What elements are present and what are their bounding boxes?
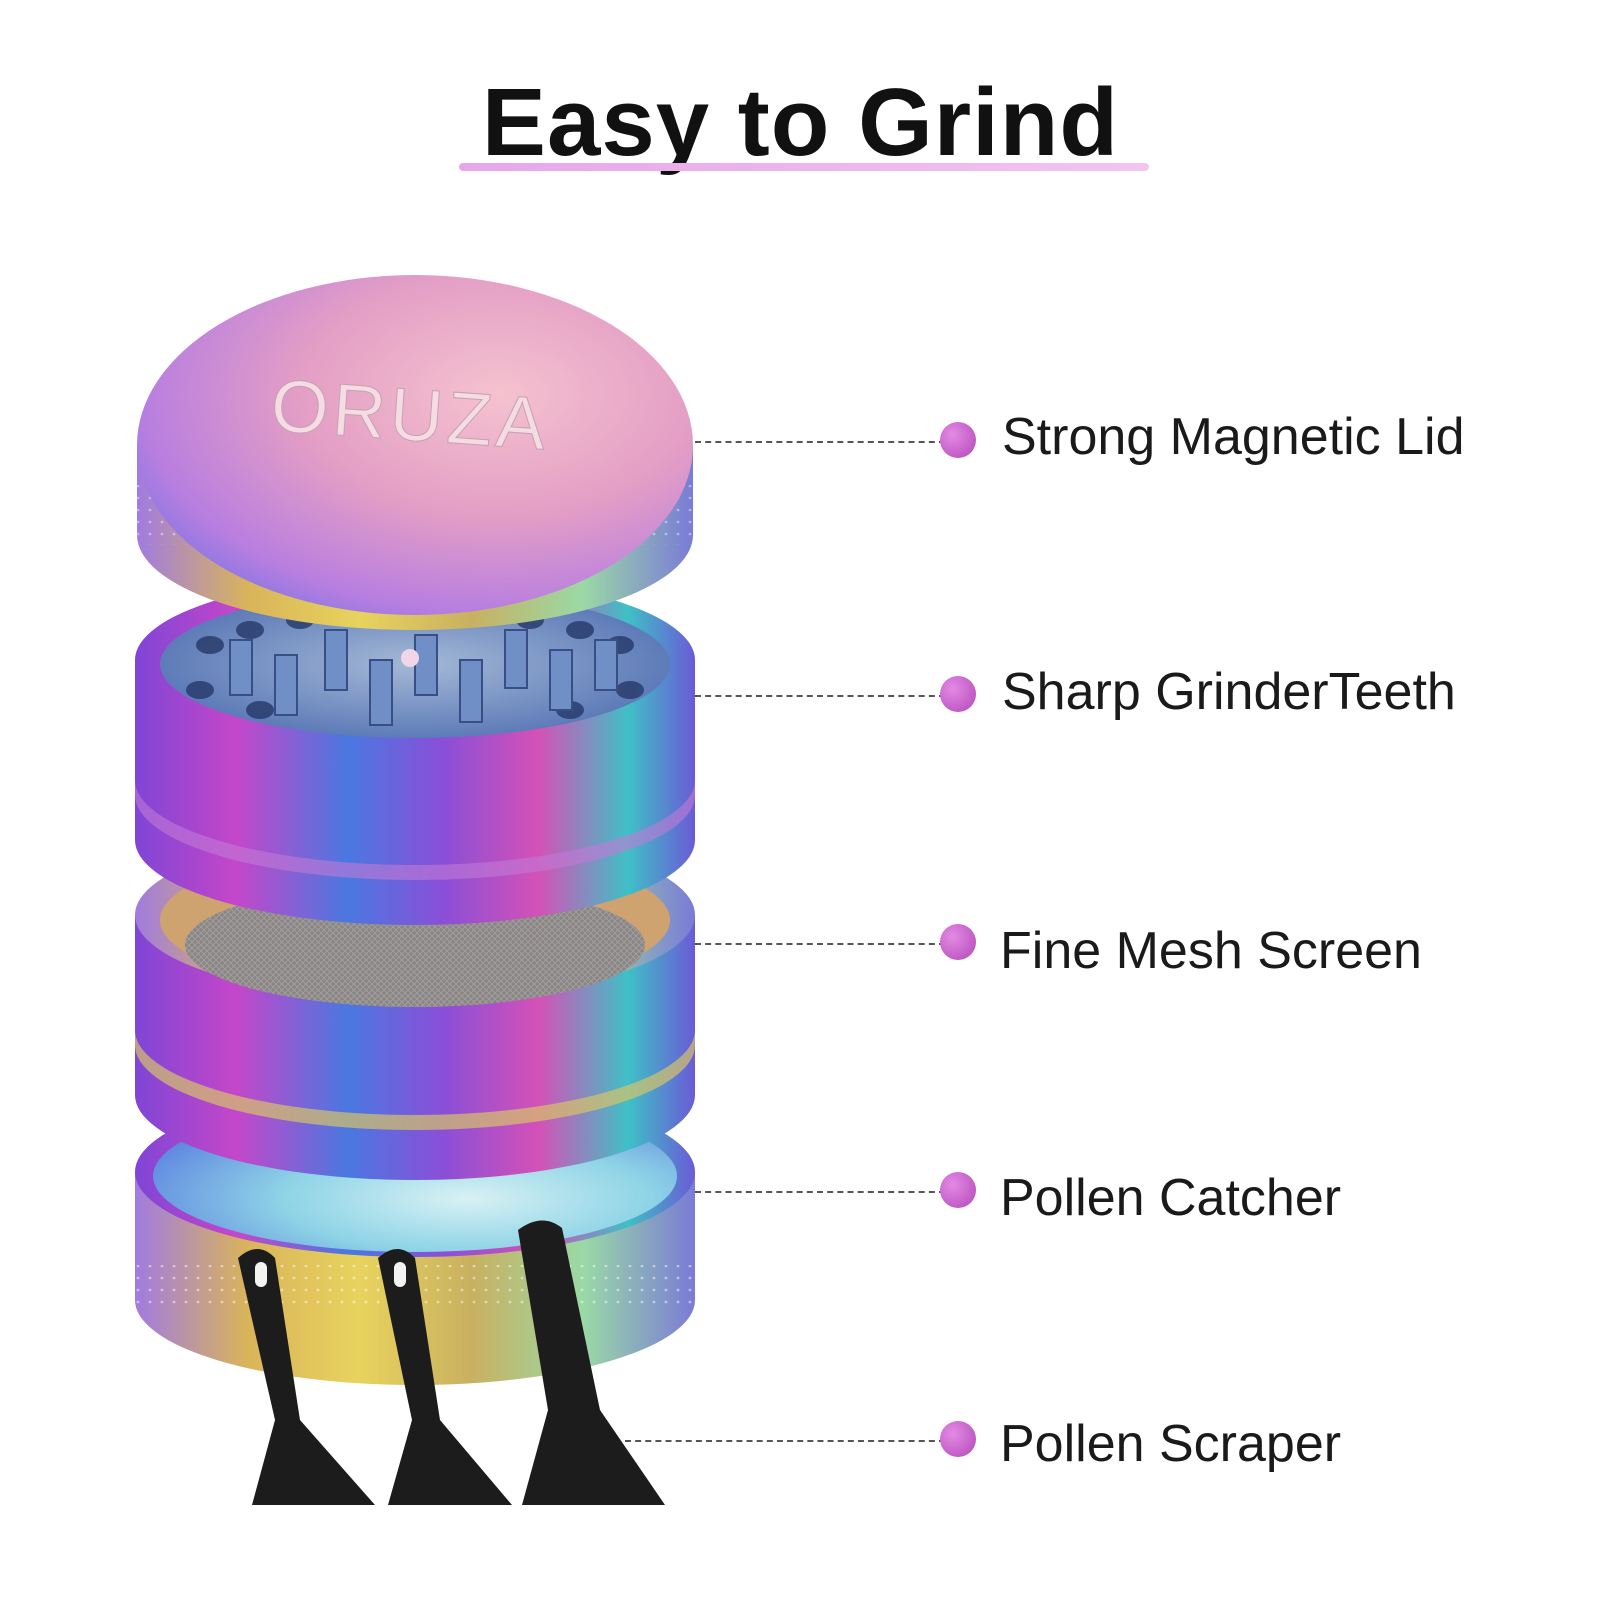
callout-leader-line: [695, 441, 945, 443]
title-underline: [459, 163, 1149, 171]
callout-leader-line: [695, 695, 945, 697]
callout-bullet-dot: [940, 422, 976, 458]
callout-bullet-dot: [940, 1421, 976, 1457]
scraper-3: [518, 1220, 665, 1505]
callout-bullet-dot: [940, 1172, 976, 1208]
callout-bullet-dot: [940, 676, 976, 712]
callout-label: Sharp GrinderTeeth: [1002, 663, 1456, 721]
magnetic-lid: ORUZA: [137, 275, 693, 630]
callout-leader-line: [695, 1191, 945, 1193]
page-title: Easy to Grind: [481, 69, 1120, 176]
callout-label: Fine Mesh Screen: [1000, 922, 1422, 980]
grinder-teeth-section: [135, 575, 695, 925]
scraper-1: [238, 1249, 375, 1505]
title-area: Easy to Grind: [0, 70, 1601, 176]
scraper-2: [378, 1249, 512, 1505]
callout-bullet-dot: [940, 924, 976, 960]
brand-logo: ORUZA: [268, 363, 552, 465]
callout-leader-line: [695, 943, 945, 945]
callout-label: Pollen Scraper: [1000, 1415, 1342, 1473]
pollen-scrapers: [238, 1220, 665, 1505]
callout-label: Pollen Catcher: [1000, 1169, 1342, 1227]
callout-label: Strong Magnetic Lid: [1002, 408, 1465, 466]
callout-leader-line: [625, 1440, 945, 1442]
